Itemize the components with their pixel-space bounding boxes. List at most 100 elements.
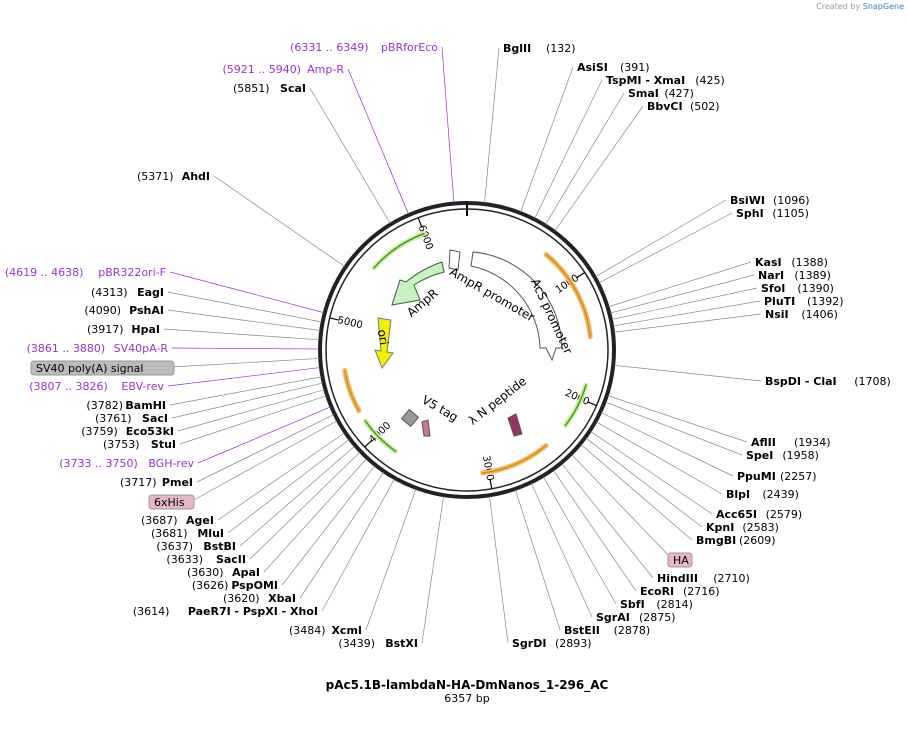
site-label: AsiSI (391)	[577, 61, 650, 74]
feature-arc	[371, 231, 427, 271]
site-position: (2875)	[639, 611, 676, 624]
site-name: HpaI	[131, 323, 160, 336]
leader-line	[421, 496, 444, 644]
leader-line	[596, 421, 723, 495]
leader-line	[191, 420, 338, 502]
leader-line	[179, 395, 327, 445]
feature-arc	[545, 253, 592, 338]
leader-line	[347, 68, 409, 215]
site-name: BstXI	[385, 637, 418, 650]
site-position: (2814)	[656, 598, 693, 611]
feature-badge	[667, 552, 693, 568]
site-label: PshAI(4090)	[84, 304, 164, 317]
site-label: BlpI(2439)	[726, 488, 799, 501]
site-position: (132)	[546, 42, 576, 55]
site-label: SpeI (1958)	[746, 449, 819, 462]
site-position: (1389)	[794, 269, 831, 282]
site-position: (3761)	[95, 412, 132, 425]
leader-line	[309, 87, 391, 224]
feature-arc	[364, 420, 397, 453]
site-label: SfoI(1390)	[761, 282, 834, 295]
leader-line	[534, 79, 603, 219]
snapgene-logo: SnapGene	[862, 2, 904, 11]
tick-mark	[587, 401, 597, 407]
leader-line	[196, 414, 335, 483]
site-name: SacI	[142, 412, 168, 425]
site-position: (391)	[620, 61, 650, 74]
site-name: ApaI	[232, 566, 260, 579]
site-label: SV40pA-R(3861 .. 3880)	[27, 342, 169, 355]
site-name: KasI	[755, 256, 782, 269]
site-name: SmaI	[628, 87, 659, 100]
ori-arrow	[374, 317, 394, 370]
site-label: BstXI(3439)	[338, 637, 418, 650]
site-label: BspDI - ClaI(1708)	[765, 375, 891, 388]
site-label: HindIII(2710)	[657, 572, 750, 585]
site-position: (2583)	[742, 521, 779, 534]
feature-arc	[373, 232, 425, 269]
site-name: EcoRI	[640, 585, 674, 598]
site-label: XbaI(3620)	[223, 592, 296, 605]
leader-line	[249, 451, 361, 560]
site-label: pBRforEco(6331 .. 6349)	[290, 41, 438, 54]
site-position: (3630)	[187, 566, 224, 579]
site-name: SpeI	[746, 449, 773, 462]
site-name: BlpI	[726, 488, 750, 501]
site-name: EagI	[137, 286, 164, 299]
feature-arc	[564, 384, 587, 427]
leader-line	[561, 463, 654, 579]
site-label: XcmI(3484)	[289, 624, 362, 637]
leader-line	[169, 271, 324, 313]
site-position: (4090)	[84, 304, 121, 317]
site-name: PpuMI	[737, 470, 776, 483]
leader-line	[171, 347, 320, 350]
tick-mark	[489, 478, 493, 489]
site-position: (2878)	[614, 624, 651, 637]
site-label: PluTI(1392)	[764, 295, 844, 308]
site-name: NsiI	[765, 308, 789, 321]
site-label: AflII(1934)	[751, 436, 831, 449]
site-name: PmeI	[162, 476, 193, 489]
lambda-n-shape	[507, 413, 523, 437]
site-label: SV40 poly(A) signal	[30, 360, 175, 376]
leader-line	[441, 46, 455, 203]
leader-line	[605, 401, 743, 456]
site-label: PmeI(3717)	[120, 476, 193, 489]
site-position: (5851)	[233, 82, 270, 95]
site-label: NarI(1389)	[758, 269, 831, 282]
site-label: EcoRI(2716)	[640, 585, 720, 598]
site-label: TspMI - XmaI(425)	[606, 74, 725, 87]
site-name: PaeR7I - PspXI - XhoI	[188, 605, 318, 618]
feature-label: λ N peptide	[466, 374, 529, 428]
snapgene-credit: Created by SnapGene	[816, 2, 904, 11]
site-name: BGH-rev	[148, 457, 194, 470]
leader-line	[489, 496, 509, 644]
site-position: (3633)	[166, 553, 203, 566]
leader-line	[167, 291, 322, 323]
site-name: SV40pA-R	[114, 342, 169, 355]
site-name: SphI	[736, 207, 764, 220]
site-position: (1406)	[801, 308, 838, 321]
leader-line	[580, 444, 693, 541]
leader-line	[611, 287, 758, 320]
site-label: StuI(3753)	[103, 438, 176, 451]
site-position: (1105)	[772, 207, 809, 220]
site-label: PspOMI(3626)	[192, 579, 278, 592]
site-position: (1096)	[773, 194, 810, 207]
site-name: EBV-rev	[121, 380, 164, 393]
leader-line	[171, 358, 320, 368]
leader-line	[281, 465, 376, 586]
site-name: PluTI	[764, 295, 795, 308]
site-name: MluI	[197, 527, 224, 540]
site-label: PpuMI(2257)	[737, 470, 817, 483]
site-position: (427)	[664, 87, 694, 100]
tick-label: 5000	[336, 315, 363, 332]
site-name: AsiSI	[577, 61, 608, 74]
site-position: (1958)	[782, 449, 819, 462]
leader-line	[520, 66, 574, 213]
site-label: Acc65I(2579)	[716, 508, 802, 521]
leader-line	[571, 454, 673, 560]
site-label: ScaI(5851)	[233, 82, 306, 95]
site-name: AflII	[751, 436, 776, 449]
site-name: StuI	[151, 438, 176, 451]
